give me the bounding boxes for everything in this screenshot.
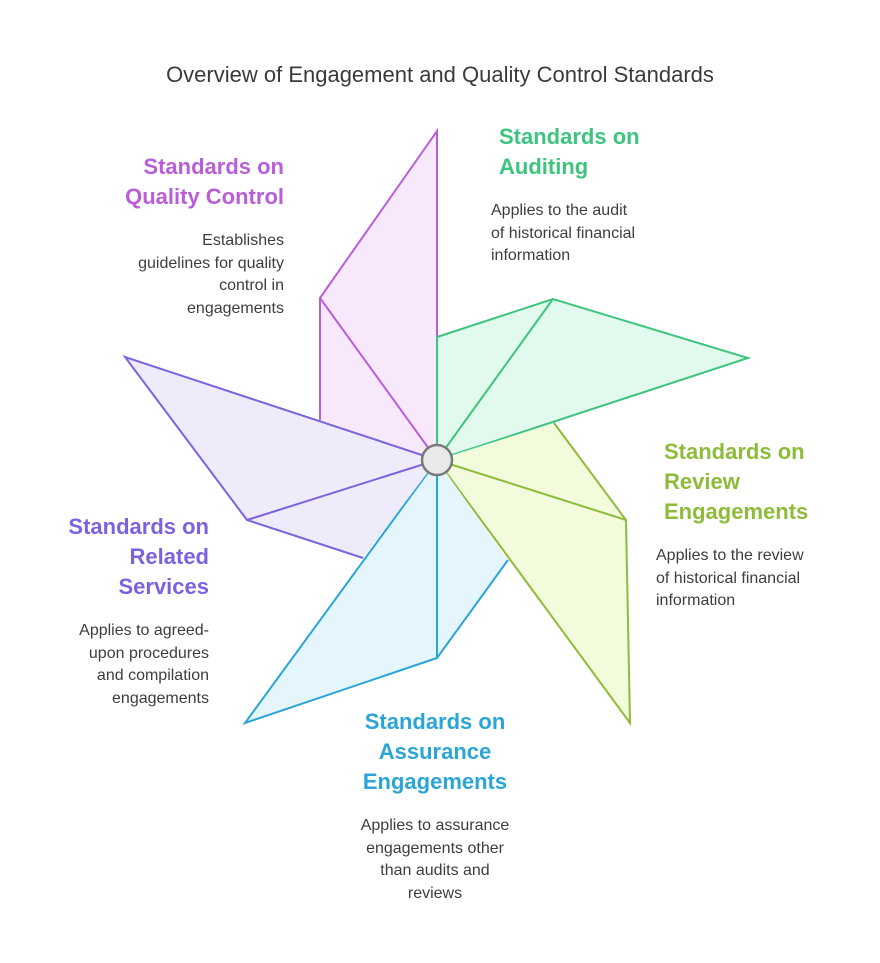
- blade-review: [434, 422, 632, 727]
- description-related-services: Applies to agreed- upon procedures and c…: [79, 622, 209, 707]
- section-review: Standards on Review Engagements Applies …: [656, 437, 856, 613]
- heading-related-services: Standards on Related Services: [68, 514, 209, 599]
- description-auditing: Applies to the audit of historical finan…: [491, 202, 636, 264]
- description-assurance: Applies to assurance engagements other t…: [360, 817, 510, 902]
- heading-review: Standards on Review Engagements: [664, 439, 809, 524]
- section-auditing: Standards on Auditing Applies to the aud…: [491, 122, 751, 268]
- blade-assurance: [242, 456, 509, 725]
- section-quality-control: Standards on Quality Control Establishes…: [60, 152, 284, 320]
- blade-quality-control: [319, 127, 438, 461]
- description-review: Applies to the review of historical fina…: [656, 547, 804, 609]
- blade-related-services: [122, 355, 438, 559]
- heading-auditing: Standards on Auditing: [499, 124, 640, 179]
- center-hub: [420, 443, 454, 477]
- description-quality-control: Establishes guidelines for quality contr…: [138, 232, 284, 317]
- heading-quality-control: Standards on Quality Control: [125, 154, 284, 209]
- diagram-title: Overview of Engagement and Quality Contr…: [166, 62, 714, 87]
- heading-assurance: Standards on Assurance Engagements: [362, 709, 508, 794]
- section-assurance: Standards on Assurance Engagements Appli…: [315, 707, 555, 905]
- blade-auditing: [436, 297, 752, 461]
- section-related-services: Standards on Related Services Applies to…: [20, 512, 209, 710]
